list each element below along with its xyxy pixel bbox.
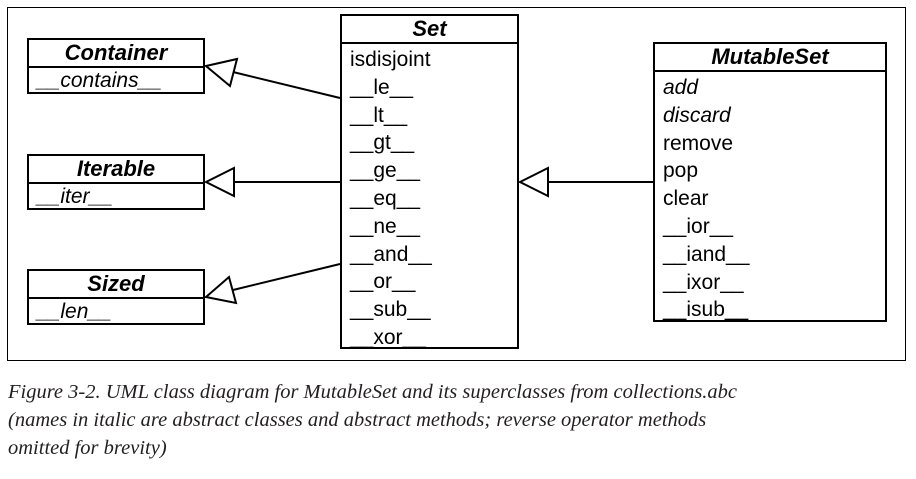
caption-line-3: omitted for brevity) (8, 437, 167, 459)
method-contains: __contains__ (37, 69, 162, 92)
method-iand: __iand__ (663, 242, 750, 266)
method-gt: __gt__ (350, 131, 415, 155)
method-le: __le__ (350, 75, 414, 99)
method-or: __or__ (350, 270, 416, 294)
class-title-mutableset: MutableSet (655, 44, 885, 72)
class-methods-container: __contains__ (29, 68, 203, 94)
method-ixor: __ixor__ (663, 270, 744, 294)
method-lt: __lt__ (350, 103, 408, 127)
inheritance-arrowhead-sized (203, 275, 238, 305)
inheritance-arrowhead-set (517, 166, 549, 198)
inheritance-line-set-sized (232, 263, 341, 291)
class-container: Container __contains__ (27, 38, 205, 94)
method-xor: __xor__ (350, 325, 426, 349)
method-isub: __isub__ (663, 298, 749, 322)
class-mutableset: MutableSet add discard remove pop clear … (653, 42, 887, 322)
method-discard: discard (663, 103, 731, 127)
method-and: __and__ (350, 242, 432, 266)
class-methods-sized: __len__ (29, 299, 203, 325)
inheritance-line-set-container (232, 71, 341, 99)
class-set: Set isdisjoint __le__ __lt__ __gt__ __ge… (340, 14, 519, 349)
class-iterable: Iterable __iter__ (27, 154, 205, 210)
method-ne: __ne__ (350, 214, 421, 238)
method-iter: __iter__ (37, 185, 113, 208)
caption-line-1: Figure 3-2. UML class diagram for Mutabl… (8, 381, 738, 403)
inheritance-arrowhead-container (203, 57, 239, 88)
class-title-container: Container (29, 40, 203, 68)
method-clear: clear (663, 187, 709, 211)
class-title-sized: Sized (29, 271, 203, 299)
method-pop: pop (663, 159, 699, 183)
method-len: __len__ (37, 300, 112, 323)
method-remove: remove (663, 131, 734, 155)
method-sub: __sub__ (350, 298, 431, 322)
method-eq: __eq__ (350, 186, 421, 210)
method-isdisjoint: isdisjoint (350, 48, 431, 71)
method-add: add (663, 76, 699, 99)
caption-line-2: (names in italic are abstract classes an… (8, 409, 707, 431)
inheritance-arrowhead-iterable (203, 166, 235, 198)
method-ior: __ior__ (663, 214, 734, 238)
class-title-iterable: Iterable (29, 156, 203, 184)
class-sized: Sized __len__ (27, 269, 205, 325)
class-title-set: Set (342, 16, 517, 44)
class-methods-set: isdisjoint __le__ __lt__ __gt__ __ge__ _… (342, 44, 517, 352)
method-ge: __ge__ (350, 159, 421, 183)
class-methods-iterable: __iter__ (29, 184, 203, 210)
class-methods-mutableset: add discard remove pop clear __ior__ __i… (655, 72, 885, 324)
figure-caption: Figure 3-2. UML class diagram for Mutabl… (8, 378, 908, 462)
